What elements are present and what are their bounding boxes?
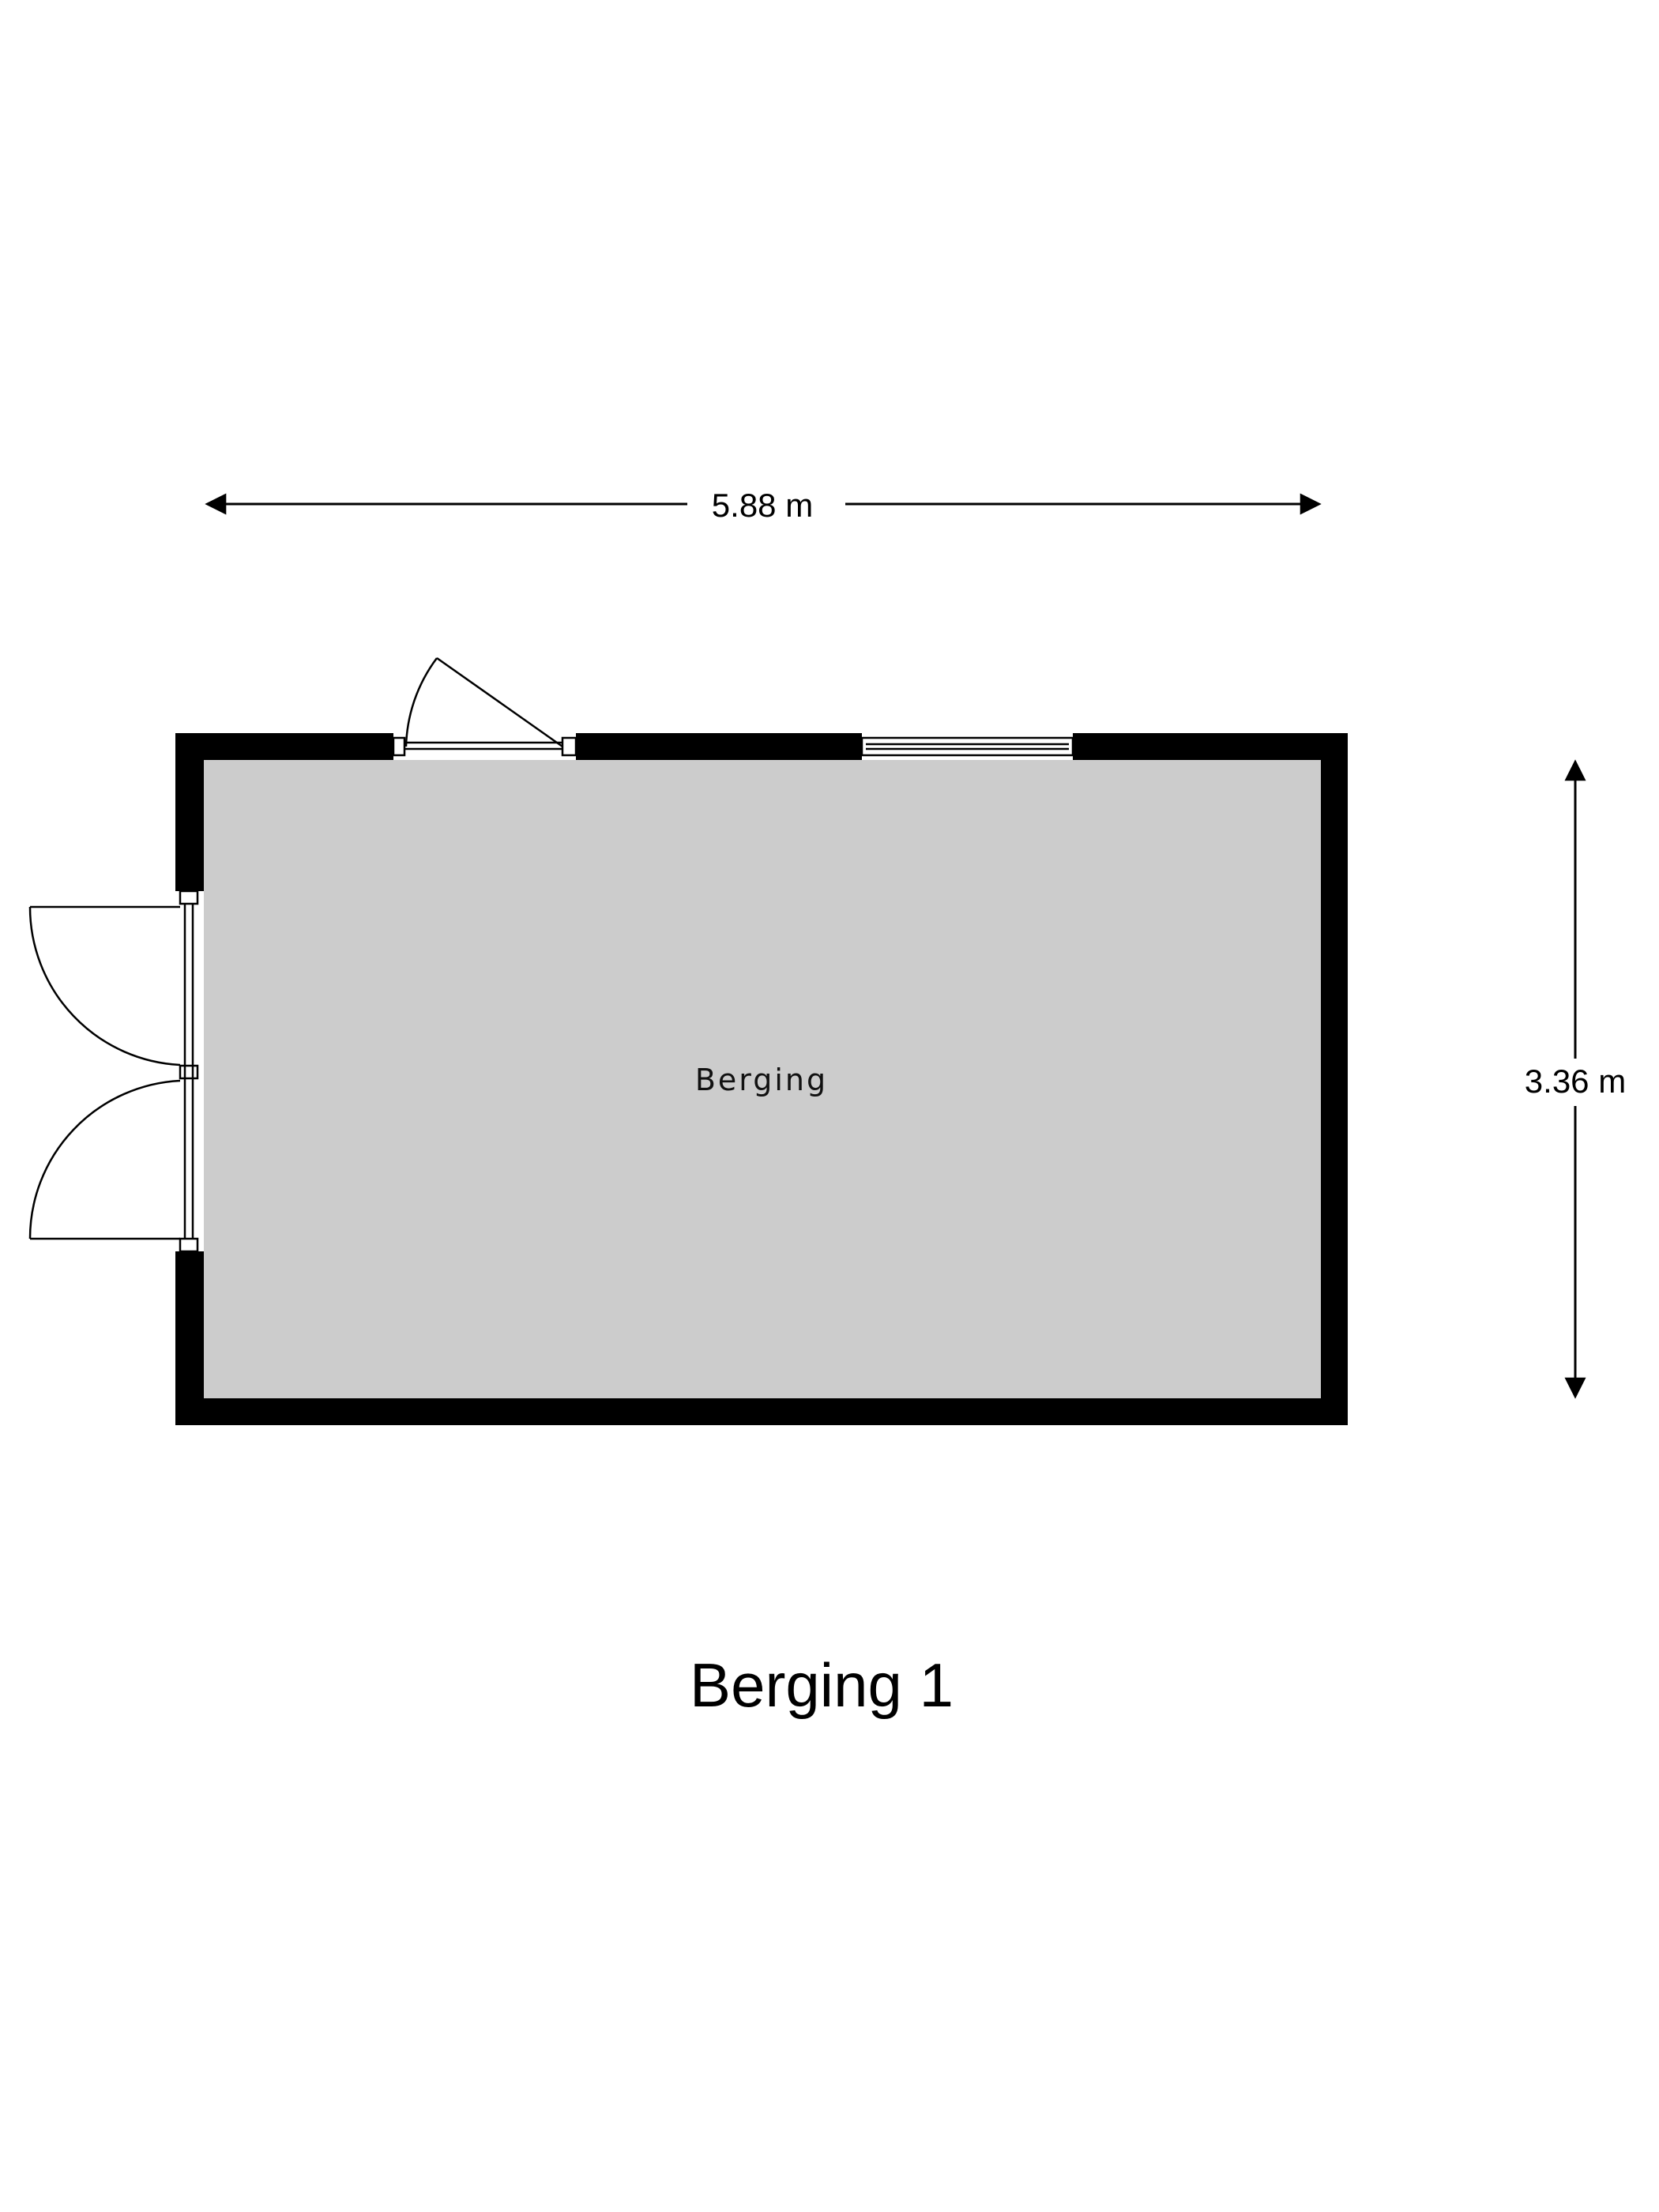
- wall-right: [1321, 733, 1348, 1425]
- left-door-frame-top: [179, 890, 199, 905]
- left-door-lower-arc: [28, 1079, 181, 1240]
- height-dimension-label: 3.36 m: [1525, 1063, 1626, 1100]
- left-double-door: [28, 890, 199, 1253]
- width-dimension-label: 5.88 m: [712, 487, 813, 524]
- wall-top-middle: [576, 733, 862, 760]
- top-door-frame-right: [561, 736, 577, 757]
- top-door-frame-left: [392, 736, 406, 757]
- room-floor: [204, 760, 1321, 1398]
- wall-left-lower: [175, 1251, 204, 1425]
- wall-bottom: [175, 1398, 1348, 1425]
- wall-top-right: [1073, 733, 1348, 760]
- top-door-leaf: [436, 656, 563, 748]
- top-door-swing-arc: [404, 657, 438, 747]
- top-window: [860, 736, 1074, 757]
- wall-top-left: [175, 733, 393, 760]
- wall-left-upper: [175, 733, 204, 891]
- left-door-upper-arc: [28, 906, 181, 1066]
- top-door: [392, 656, 577, 757]
- left-door-frame-middle: [179, 1064, 199, 1080]
- top-window-frame: [860, 736, 1074, 757]
- room-label: Berging: [695, 1063, 828, 1097]
- walls: [175, 733, 1348, 1425]
- left-door-frame-bottom: [179, 1237, 199, 1253]
- plan-title: Berging 1: [690, 1650, 954, 1720]
